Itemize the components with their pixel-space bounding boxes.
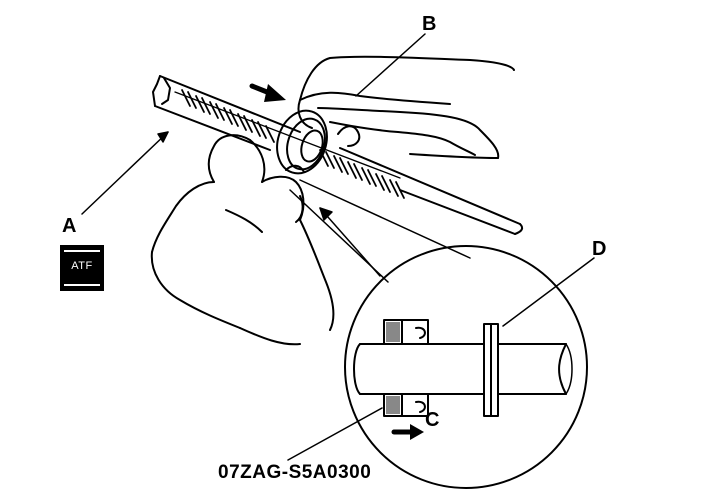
callout-a: A — [62, 215, 77, 237]
push-direction-arrow-top — [249, 83, 286, 102]
atf-badge: ATF — [60, 245, 104, 291]
tool-number-label: 07ZAG-S5A0300 — [218, 462, 372, 483]
steering-rack — [152, 75, 524, 235]
leader-lines — [81, 33, 595, 461]
callout-d: D — [592, 238, 607, 260]
callout-b: B — [422, 13, 437, 35]
rack-seal — [276, 109, 328, 175]
detail-magnifier — [344, 245, 588, 489]
atf-fluid-icon — [64, 250, 100, 286]
atf-badge-label: ATF — [71, 260, 93, 272]
callout-c: C — [425, 409, 440, 431]
technician-hands — [150, 55, 515, 346]
